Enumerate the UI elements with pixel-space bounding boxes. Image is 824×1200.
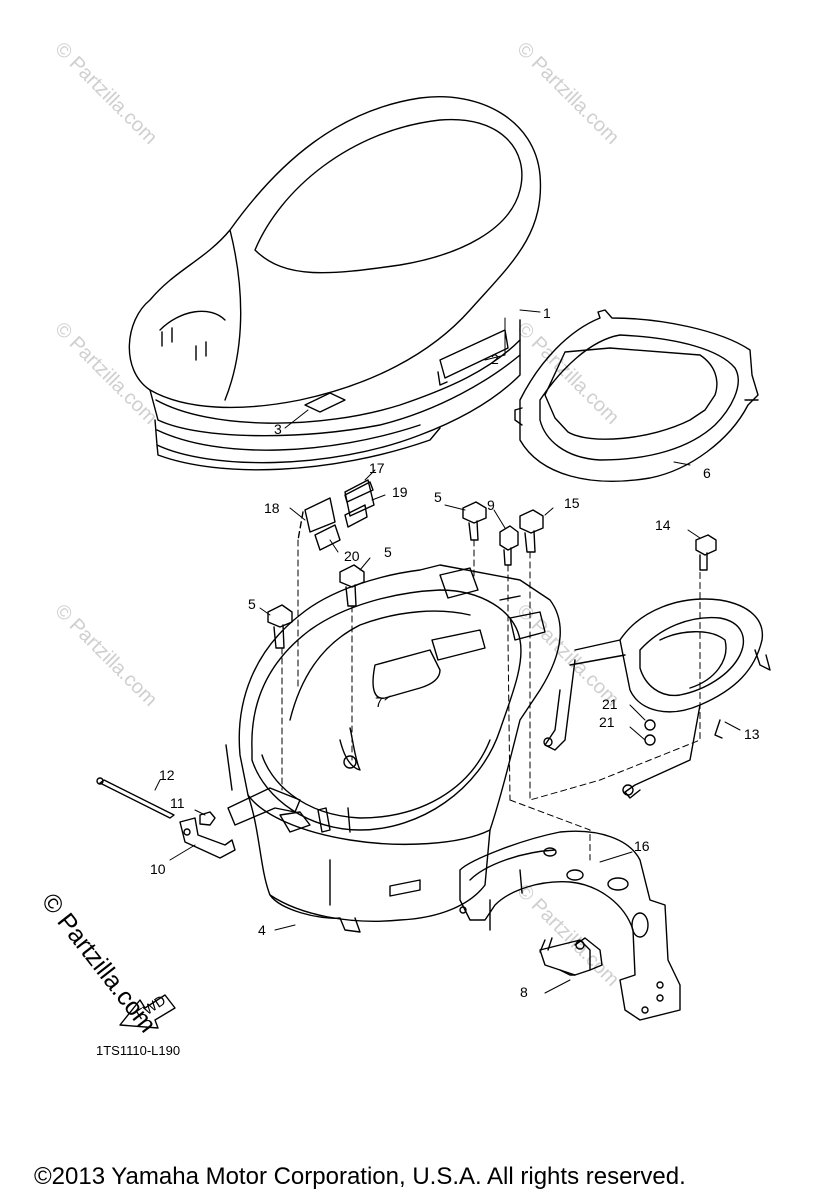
label-part-17: 17 bbox=[369, 460, 385, 476]
seat bbox=[128, 96, 542, 471]
pin-12 bbox=[99, 779, 175, 819]
label-part-18: 18 bbox=[264, 500, 280, 516]
lock-8 bbox=[539, 937, 603, 976]
seat-cover-tray bbox=[514, 309, 759, 482]
label-part-9: 9 bbox=[487, 497, 495, 513]
label-part-2: 2 bbox=[491, 351, 499, 367]
sticker-18 bbox=[304, 497, 336, 533]
label-part-5-mid: 5 bbox=[384, 544, 392, 560]
nut-11 bbox=[199, 811, 216, 826]
bolt-5-top bbox=[462, 501, 487, 541]
label-part-16: 16 bbox=[634, 838, 650, 854]
bolt-5-left bbox=[267, 604, 293, 649]
label-part-5-top: 5 bbox=[434, 489, 442, 505]
bolt-14 bbox=[695, 534, 717, 571]
label-part-6: 6 bbox=[703, 465, 711, 481]
label-part-8: 8 bbox=[520, 984, 528, 1000]
label-part-3: 3 bbox=[274, 421, 282, 437]
label-part-13: 13 bbox=[744, 726, 760, 742]
stay-16 bbox=[459, 830, 681, 1021]
bolt-9 bbox=[499, 525, 519, 566]
label-part-10: 10 bbox=[150, 861, 166, 877]
label-part-21b: 21 bbox=[599, 714, 615, 730]
label-part-15: 15 bbox=[564, 495, 580, 511]
storage-box bbox=[225, 564, 561, 933]
label-part-14: 14 bbox=[655, 517, 671, 533]
bolt-15 bbox=[519, 509, 544, 553]
sticker-19 bbox=[344, 504, 368, 528]
pad-7 bbox=[372, 649, 441, 699]
sticker-20 bbox=[314, 524, 341, 551]
label-part-11: 11 bbox=[170, 795, 185, 811]
label-part-21a: 21 bbox=[602, 696, 618, 712]
sticker-17-body bbox=[344, 479, 375, 517]
diagram-code: 1TS1110-L190 bbox=[96, 1043, 181, 1058]
carrier bbox=[543, 598, 771, 799]
label-part-4: 4 bbox=[258, 922, 266, 938]
label-part-1: 1 bbox=[543, 305, 551, 321]
bracket-10 bbox=[179, 817, 236, 859]
label-part-12: 12 bbox=[159, 767, 175, 783]
label-part-19: 19 bbox=[392, 484, 408, 500]
copyright-text: ©2013 Yamaha Motor Corporation, U.S.A. A… bbox=[34, 1163, 686, 1190]
label-part-5-left: 5 bbox=[248, 596, 256, 612]
bolt-5-mid bbox=[339, 564, 365, 607]
fwd-arrow bbox=[119, 994, 176, 1029]
label-part-20: 20 bbox=[344, 548, 360, 564]
label-part-7: 7 bbox=[375, 694, 383, 710]
